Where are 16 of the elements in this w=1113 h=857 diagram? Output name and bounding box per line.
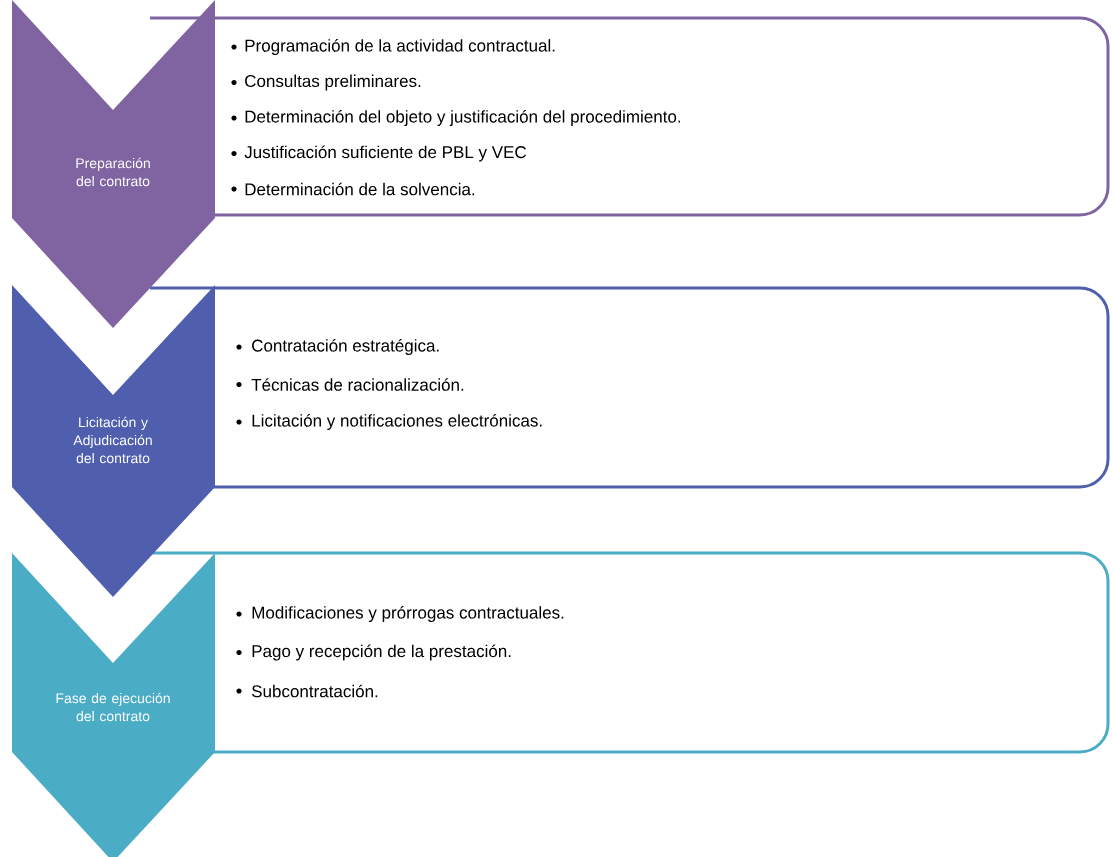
phase-band: Fase de ejecución del contrato [12, 553, 215, 857]
bullet-item: Técnicas de racionalización. [236, 378, 464, 391]
bullet-item: Determinación del objeto y justificación del procedimiento. [231, 109, 681, 126]
bullet-item: Subcontratación. [236, 684, 378, 698]
bullet-item: Modificaciones y prórrogas contractuales. [236, 606, 564, 622]
bullet-item: Justificación suficiente de PBL y VEC [231, 145, 527, 162]
bullet-item: Programación de la actividad contractual. [231, 38, 555, 55]
bullet-item: Pago y recepción de la prestación. [236, 644, 511, 661]
phase-band: Licitación y Adjudicación del contrato [12, 285, 215, 597]
bullet-item: Determinación de la solvencia. [231, 182, 475, 196]
bullet-item: Contratación estratégica. [236, 338, 439, 355]
content-box [150, 286, 1110, 489]
bullet-item: Licitación y notificaciones electrónicas. [236, 414, 542, 430]
content-box [150, 16, 1110, 217]
phase-band: Preparación del contrato [12, 0, 215, 328]
bullet-item: Consultas preliminares. [231, 74, 421, 91]
